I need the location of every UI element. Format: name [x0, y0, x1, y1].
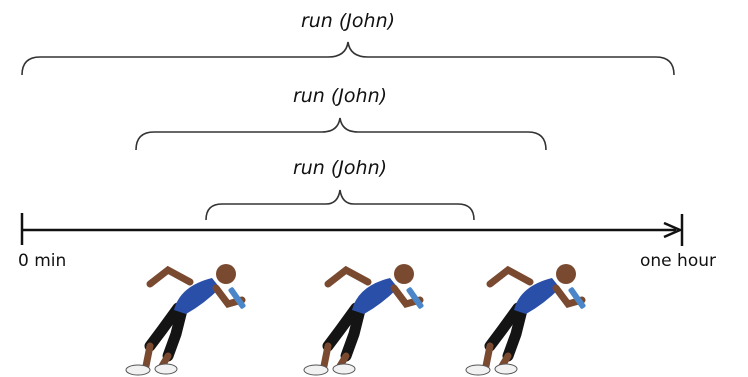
runner-2 [304, 264, 424, 375]
sprinter-icon [126, 264, 246, 375]
runner-3 [466, 264, 586, 375]
sprinter-icon [466, 264, 586, 375]
brace-3-label: run (John) [293, 157, 387, 179]
brace-1-label: run (John) [301, 10, 395, 32]
brace-1-curve [21, 41, 675, 76]
sprinter-icon [304, 264, 424, 375]
brace-2: run (John) [135, 85, 547, 151]
brace-2-curve [135, 117, 547, 151]
timeline: 0 min one hour [18, 213, 716, 271]
timeline-arrowhead [663, 221, 684, 239]
timeline-end-label: one hour [640, 251, 716, 271]
brace-3-curve [205, 189, 475, 221]
brace-2-label: run (John) [293, 85, 387, 107]
timeline-start-label: 0 min [18, 251, 66, 271]
runner-1 [126, 264, 246, 375]
brace-1: run (John) [21, 10, 675, 76]
brace-3: run (John) [205, 157, 475, 221]
